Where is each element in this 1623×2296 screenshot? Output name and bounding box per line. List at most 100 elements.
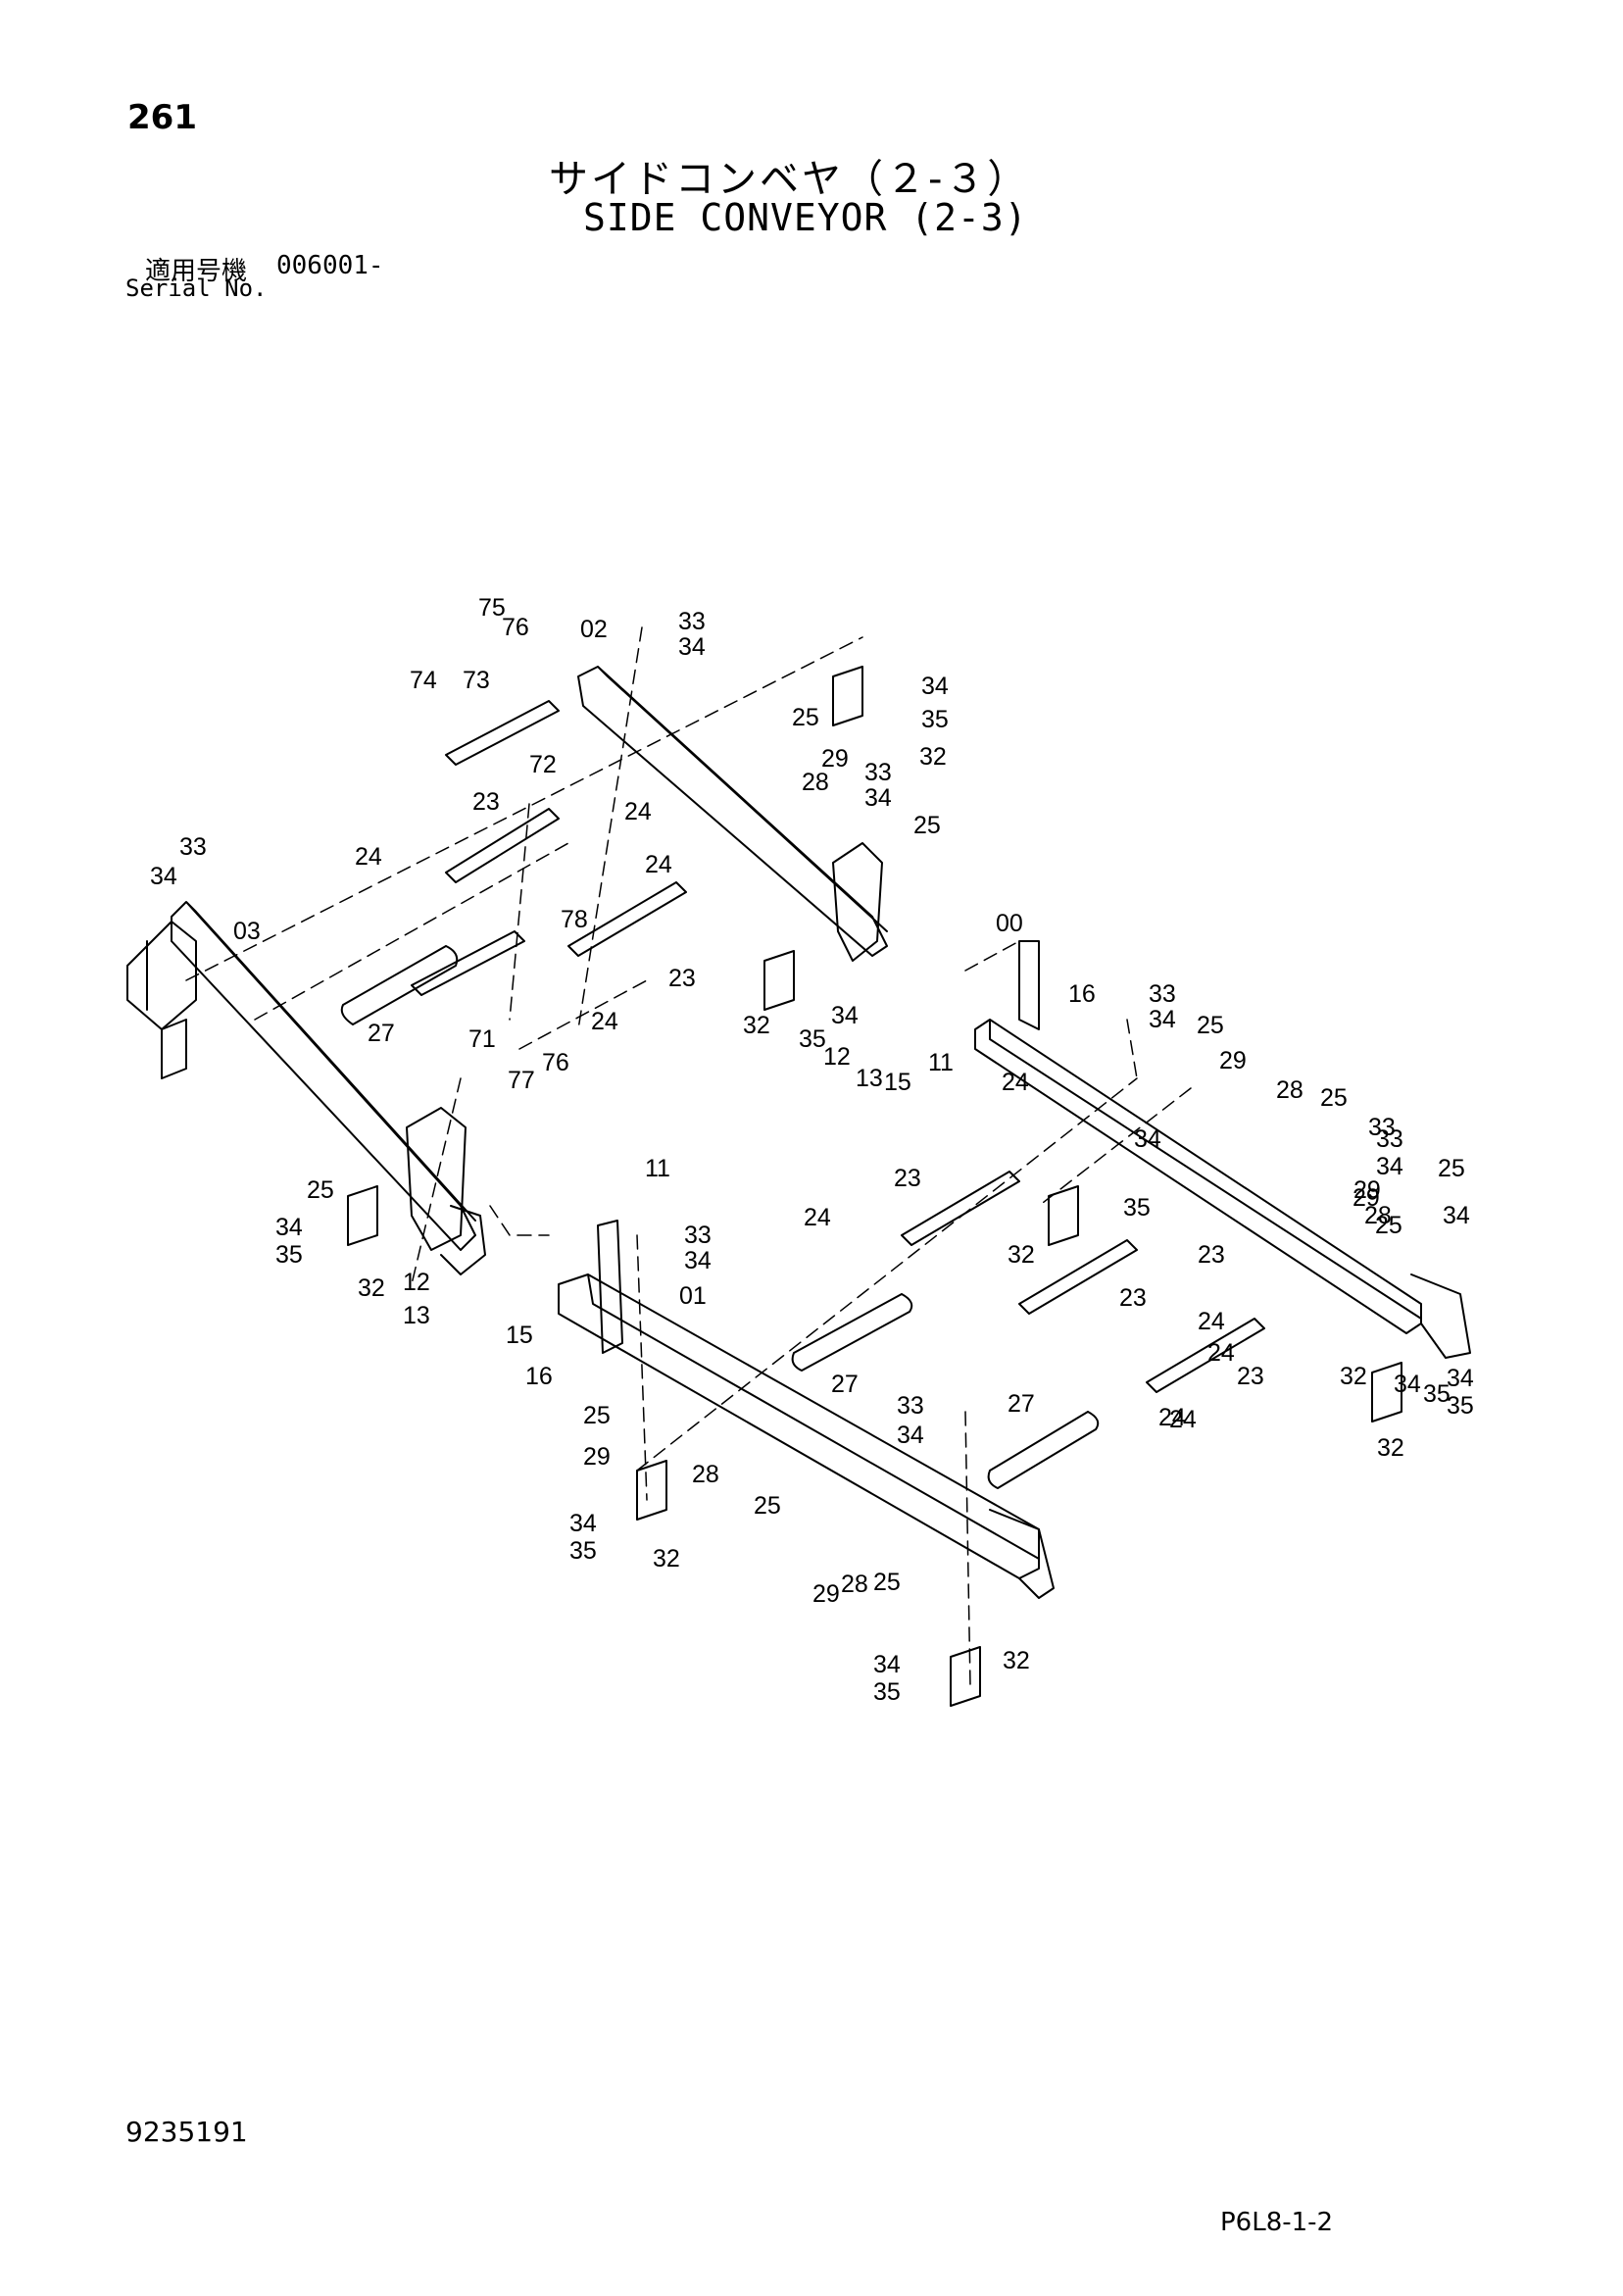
callout-label: 32 [1008,1241,1035,1269]
callout-label: 33 [179,833,207,861]
callout-label: 34 [1447,1365,1474,1392]
callout-label: 32 [1377,1434,1404,1462]
callout-label: 34 [921,673,949,700]
callout-label: 33 [678,608,706,635]
callout-label: 15 [506,1322,533,1349]
callout-label: 11 [645,1155,670,1182]
callout-label: 35 [1447,1392,1474,1420]
callout-label: 34 [569,1510,597,1537]
callout-label: 27 [831,1371,859,1398]
callout-label: 34 [1394,1371,1421,1398]
left-frame-bracket [126,921,197,1030]
callout-label: 27 [1008,1390,1035,1418]
callout-label: 24 [804,1204,831,1231]
callout-label: 33 [1368,1114,1396,1141]
callout-label: 13 [856,1065,883,1092]
callout-label: 24 [1158,1404,1186,1431]
callout-label: 34 [897,1422,924,1449]
callout-label: 28 [1276,1076,1303,1104]
foot-32-5 [1048,1185,1079,1246]
document-number: 9235191 [125,2116,248,2148]
callout-label: 24 [1169,1406,1197,1433]
callout-label: 15 [884,1069,911,1096]
callout-label: 32 [358,1274,385,1302]
callout-label: 34 [678,633,706,661]
callout-label: 29 [583,1443,611,1471]
idler-23-b [567,881,687,957]
callout-label: 16 [1068,980,1096,1008]
bottom-frame-post [597,1220,623,1354]
roller-27-center [791,1293,913,1372]
callout-label: 23 [894,1165,921,1192]
callout-label: 72 [529,751,557,778]
callout-label: 34 [873,1651,901,1678]
callout-label: 25 [583,1402,611,1429]
callout-label: 29 [812,1580,840,1608]
callout-label: 24 [1198,1308,1225,1335]
callout-label: 32 [919,743,947,771]
callout-label: 32 [1003,1647,1030,1674]
callout-label: 34 [1376,1153,1403,1180]
callout-label: 28 [841,1571,868,1598]
callout-label: 23 [1237,1363,1264,1390]
callout-label: 33 [1376,1125,1403,1153]
callout-label: 28 [0,0,27,6]
callout-label: 35 [275,1241,303,1269]
callout-label: 12 [823,1043,851,1071]
callout-label: 35 [873,1678,901,1706]
strip-71 [411,930,525,996]
callout-label: 23 [1119,1284,1147,1312]
callout-label: 29 [821,745,849,773]
callout-label: 34 [864,784,892,812]
right-frame-tab [1018,940,1040,1030]
upper-arm-bracket [832,842,883,962]
callout-label: 32 [1340,1363,1367,1390]
foot-32-1 [832,666,863,726]
callout-label: 24 [1002,1069,1029,1096]
callout-label: 25 [1320,1084,1348,1112]
page-code: P6L8-1-2 [1220,2208,1334,2237]
callout-label: 01 [679,1282,707,1310]
left-frame-03 [171,901,476,1251]
page-title-japanese: サイドコンベヤ（２-３） [549,157,1030,202]
callout-label: 24 [645,851,672,878]
callout-label: 28 [692,1461,719,1488]
bottom-frame-01 [558,1273,1040,1579]
callout-label: 24 [355,843,382,871]
callout-label: 35 [799,1025,826,1053]
callout-label: 78 [561,906,588,933]
callout-label: 11 [928,1049,954,1076]
callout-label: 13 [403,1302,430,1329]
callout-label: 35 [569,1537,597,1565]
callout-label: 27 [368,1020,395,1047]
callout-label: 28 [1364,1202,1392,1229]
idler-23-e [1146,1318,1265,1393]
callout-label: 29 [1352,1184,1380,1212]
callout-label: 77 [508,1067,535,1094]
callout-label: 25 [1375,1212,1402,1239]
callout-label: 25 [913,812,941,839]
page-title-english: SIDE CONVEYOR (2-3) [583,196,1028,239]
left-frame-arm [406,1107,467,1251]
callout-label: 03 [233,918,261,945]
right-frame-end [1410,1273,1471,1359]
page-number: 261 [127,98,197,137]
callout-label: 25 [792,704,819,731]
foot-32-7 [636,1460,667,1521]
callout-label: 33 [684,1222,712,1249]
callout-label: 16 [525,1363,553,1390]
callout-label: 02 [580,616,608,643]
strip-72 [445,700,560,766]
callout-label: 12 [403,1269,430,1296]
roller-27-left [340,945,459,1025]
serial-number-value: 006001- [276,251,384,280]
foot-32-8 [950,1646,981,1707]
serial-label-english: Serial No. [125,275,268,302]
callout-label: 34 [684,1247,712,1274]
callout-label: 34 [1149,1006,1176,1033]
callout-label: 73 [463,667,490,694]
callout-label: 35 [921,706,949,733]
callout-label: 32 [743,1012,770,1039]
